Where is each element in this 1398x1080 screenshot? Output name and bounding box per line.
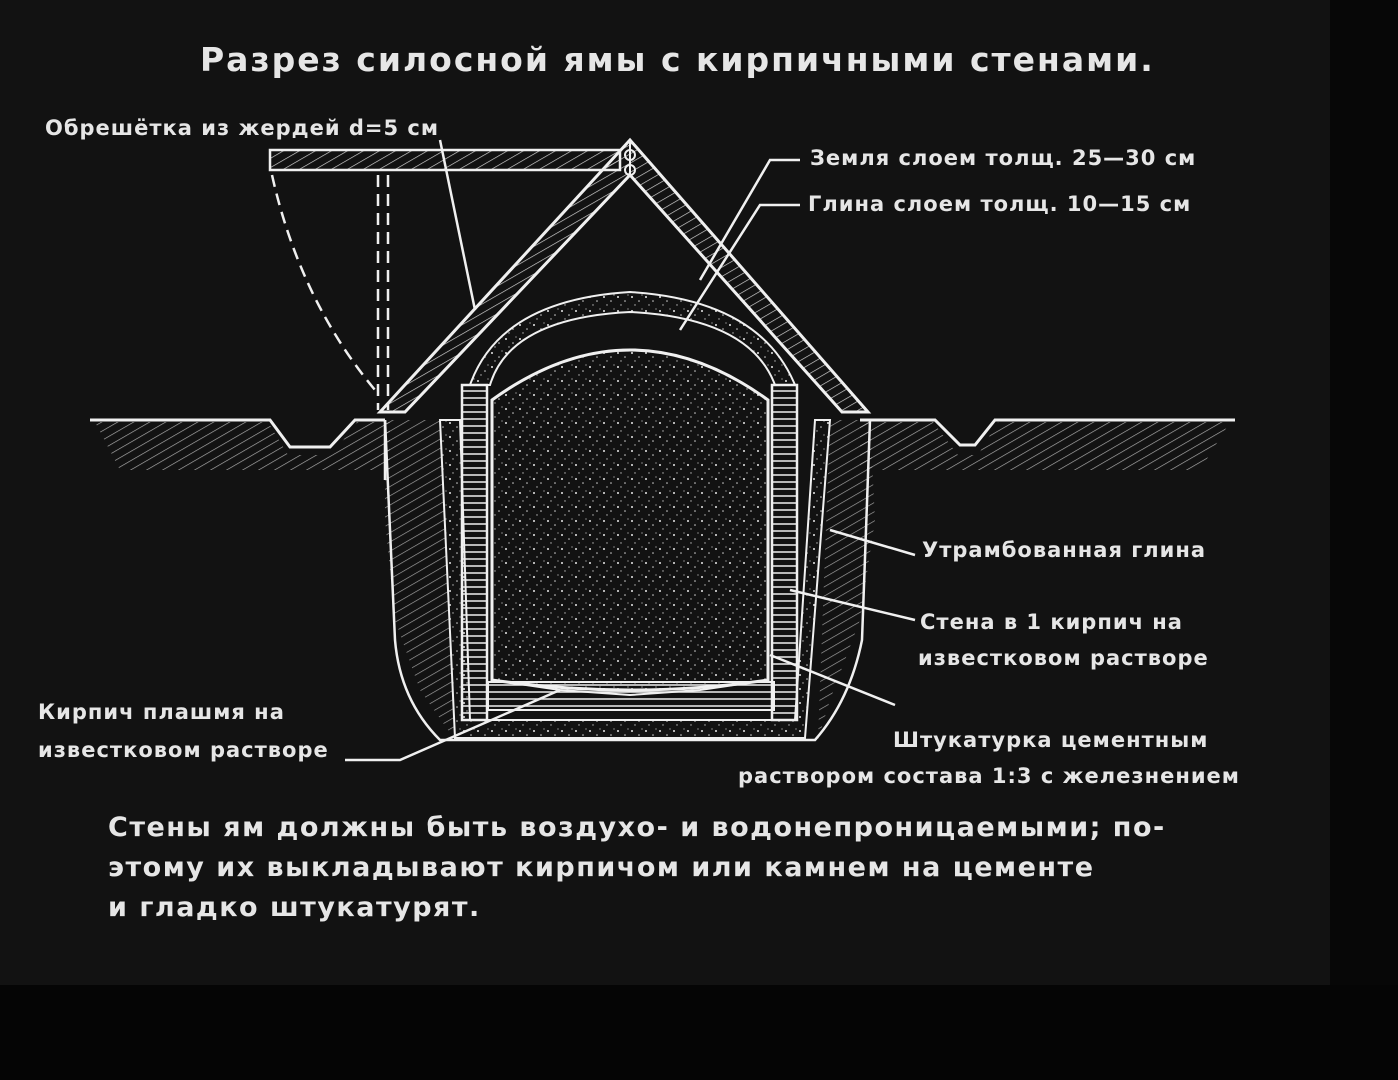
roof-lathing: [376, 137, 872, 414]
leader-rammed-clay: [829, 528, 916, 557]
label-flat-brick-line1: Кирпич плашмя на: [38, 700, 285, 724]
label-flat-brick-line2: известковом растворе: [38, 738, 329, 762]
note-line-1: Стены ям должны быть воздухо- и водонепр…: [108, 812, 1166, 843]
note-line-3: и гладко штукатурят.: [108, 892, 481, 923]
leader-plaster: [769, 653, 896, 707]
soil-hatching-left: [385, 420, 455, 740]
film-edge-bottom: [0, 985, 1398, 1080]
label-brick-wall-line2: известковом растворе: [918, 646, 1209, 670]
ground-hatching-right: [860, 422, 1230, 470]
pit-outline: [383, 419, 872, 742]
ground-hatching-left: [95, 422, 390, 470]
ground-surface: [90, 418, 1235, 449]
soil-hatching-right: [818, 420, 875, 740]
label-rammed-clay: Утрамбованная глина: [922, 538, 1207, 562]
leader-brick-wall: [789, 588, 916, 622]
leader-lathing: [438, 139, 477, 311]
leader-lines: [345, 139, 916, 762]
label-plaster-line1: Штукатурка цементным: [893, 728, 1209, 752]
leader-earth-layer: [698, 158, 800, 281]
label-clay-layer: Глина слоем толщ. 10—15 см: [808, 192, 1192, 216]
brick-wall-right: [770, 383, 799, 722]
diagram-title: Разрез силосной ямы с кирпичными стенами…: [200, 40, 1155, 79]
brick-wall-left: [460, 383, 489, 722]
floor-plaster-line: [491, 679, 769, 697]
note-line-2: этому их выкладывают кирпичом или камнем…: [108, 852, 1095, 883]
label-plaster-line2: раствором состава 1:3 с железнением: [738, 764, 1240, 788]
silage-mass: [490, 348, 770, 692]
label-brick-wall-line1: Стена в 1 кирпич на: [920, 610, 1183, 634]
leader-clay-layer: [678, 203, 800, 331]
label-earth-layer: Земля слоем толщ. 25—30 см: [810, 146, 1197, 170]
label-lathing: Обрешётка из жердей d=5 см: [45, 116, 440, 140]
film-edge-right: [1330, 0, 1398, 1080]
clay-mound: [468, 290, 797, 386]
leader-flat-brick: [345, 688, 561, 762]
